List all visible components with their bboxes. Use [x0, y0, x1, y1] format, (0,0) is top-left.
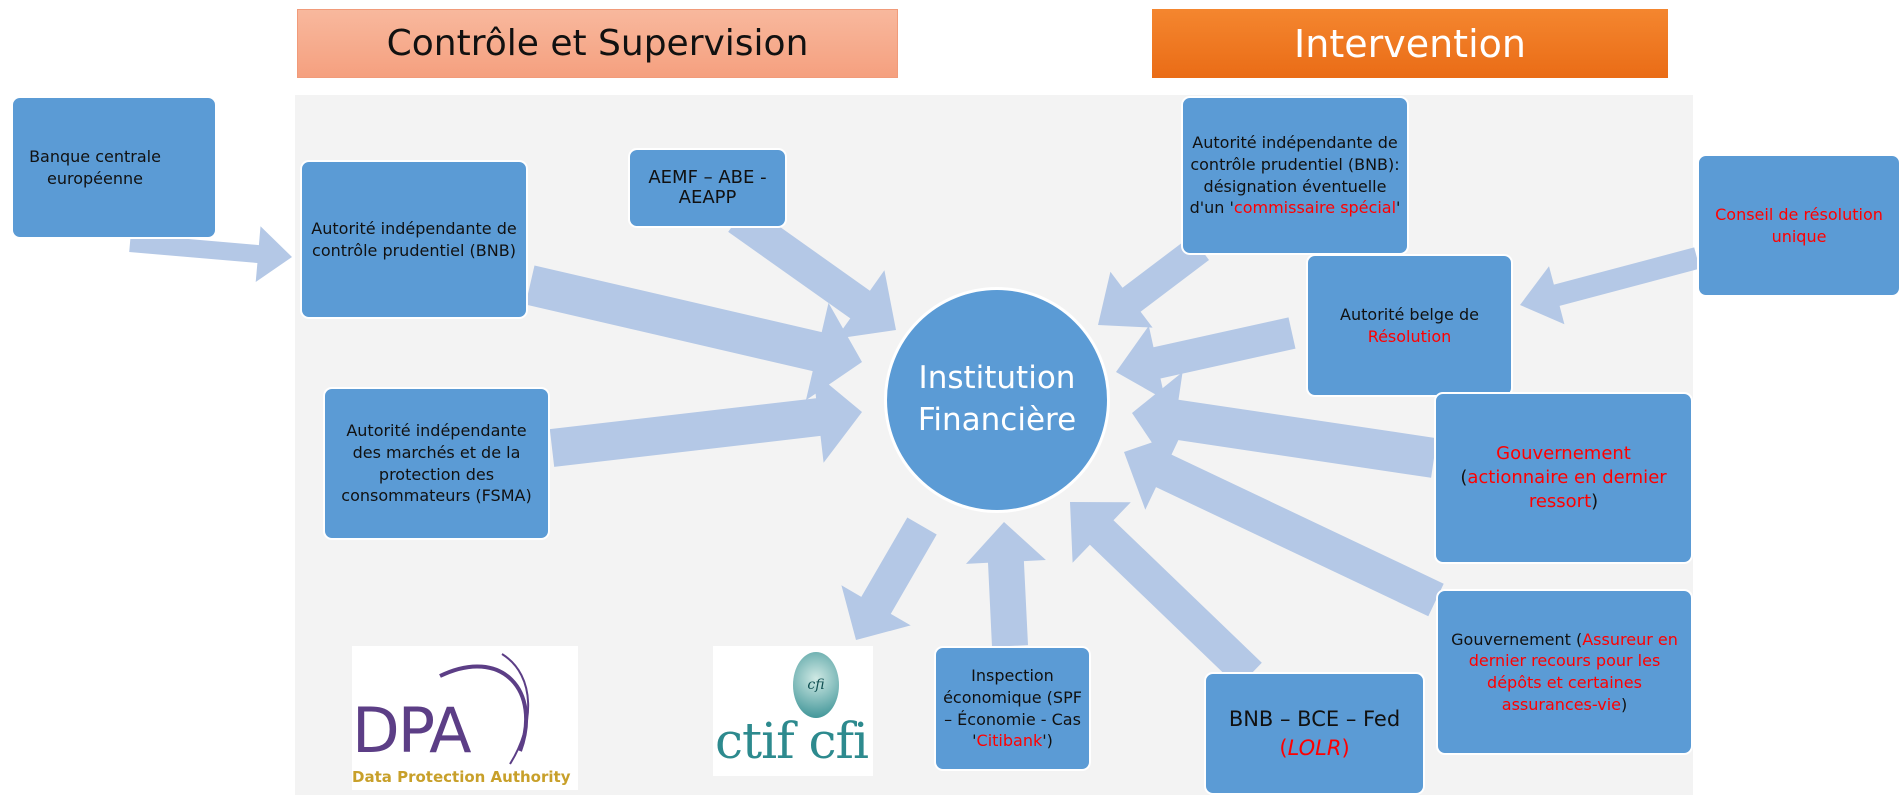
box-bnb-bce-fed-lolr: BNB – BCE – Fed (LOLR)	[1204, 672, 1425, 795]
box-fsma-label: Autorité indépendante des marchés et de …	[341, 421, 532, 506]
arrow-inspection-to-institution	[966, 522, 1046, 647]
arrow-bnb-to-institution	[525, 265, 862, 401]
arrow-lolr-to-institution	[1070, 502, 1262, 688]
box-bnb-prudential-label: Autorité indépendante de contrôle pruden…	[311, 218, 517, 260]
box-fsma: Autorité indépendante des marchés et de …	[323, 387, 550, 540]
box-lolr-open: (	[1279, 735, 1288, 760]
box-aemf-abe-aeapp: AEMF – ABE - AEAPP	[628, 148, 787, 228]
box-inspection-text: Inspection économique (SPF – Économie - …	[942, 665, 1083, 751]
box-bnb-special-text: Autorité indépendante de contrôle pruden…	[1189, 132, 1401, 218]
box-gov1-text: Gouvernement (actionnaire en dernier res…	[1442, 442, 1685, 515]
arrow-resolution-to-institution	[1116, 317, 1296, 400]
box-banque-centrale-europeenne: Banque centrale européenne	[11, 96, 217, 239]
arrow-gov1-to-institution	[1132, 372, 1437, 478]
box-gov1-close: )	[1591, 491, 1599, 513]
arrow-institution-to-dpa	[841, 517, 937, 640]
arrow-bnb-special-to-institution	[1098, 236, 1209, 328]
box-conseil-resolution-unique: Conseil de résolution unique	[1697, 154, 1901, 297]
box-gouvernement-actionnaire: Gouvernement (actionnaire en dernier res…	[1434, 392, 1693, 564]
box-gov1-red2: actionnaire en dernier ressort	[1467, 466, 1667, 513]
box-gov1-open: (	[1460, 466, 1468, 488]
box-autorite-belge-resolution: Autorité belge de Résolution	[1306, 254, 1513, 397]
box-aemf-label: AEMF – ABE - AEAPP	[648, 167, 767, 208]
circle-line2: Financière	[917, 402, 1077, 438]
box-srb-label: Conseil de résolution unique	[1715, 204, 1883, 246]
box-bnb-special-red: commissaire spécial	[1233, 198, 1397, 218]
dpa-logo: DPA Data Protection Authority	[352, 646, 578, 790]
header-control-supervision: Contrôle et Supervision	[297, 9, 898, 78]
box-gov2-post: )	[1620, 694, 1628, 714]
header-intervention: Intervention	[1152, 9, 1668, 78]
ctif-text: ctif cfi	[715, 712, 869, 770]
box-bnb-special-post: '	[1396, 198, 1401, 218]
arrow-bce-to-bnb	[129, 226, 292, 282]
box-resolution-pre: Autorité belge de	[1340, 304, 1479, 324]
institution-financiere-circle: Institution Financière	[884, 287, 1110, 513]
ctif-cfi-logo: cfi ctif cfi	[713, 646, 873, 776]
box-gov2-text: Gouvernement (Assureur en dernier recour…	[1444, 629, 1685, 715]
box-bnb-special-pre: Autorité indépendante de contrôle pruden…	[1189, 133, 1400, 218]
box-gouvernement-assureur: Gouvernement (Assureur en dernier recour…	[1436, 589, 1693, 755]
arrow-fsma-to-institution	[549, 371, 862, 467]
box-inspection-red: Citibank	[976, 731, 1043, 751]
dpa-letters: DPA	[352, 694, 472, 767]
ctif-seal-label: cfi	[807, 677, 825, 693]
box-gov2-pre: Gouvernement (	[1451, 629, 1583, 649]
arrow-srb-to-resolution	[1520, 247, 1700, 325]
ctif-seal: cfi	[793, 652, 839, 718]
box-gov2-red: Assureur en dernier recours pour les dép…	[1468, 629, 1678, 714]
box-lolr-second: (LOLR)	[1279, 734, 1349, 762]
arrow-gov2-to-institution	[1124, 432, 1444, 617]
box-inspection-post: ')	[1042, 731, 1053, 751]
box-lolr-close: )	[1341, 735, 1350, 760]
box-bnb-commissaire-special: Autorité indépendante de contrôle pruden…	[1181, 96, 1409, 255]
box-lolr-red: LOLR	[1287, 735, 1342, 760]
box-gov1-red: Gouvernement	[1496, 442, 1631, 464]
circle-line1: Institution	[918, 360, 1076, 397]
box-bnb-prudential-control: Autorité indépendante de contrôle pruden…	[300, 160, 528, 319]
dpa-logo-graphic	[439, 653, 530, 765]
dpa-caption: Data Protection Authority	[352, 768, 571, 786]
box-resolution-red: Résolution	[1367, 326, 1452, 346]
box-inspection-pre: Inspection économique (SPF – Économie - …	[943, 666, 1082, 751]
arrow-aemf-to-institution	[728, 204, 896, 339]
box-bce-label: Banque centrale européenne	[29, 146, 161, 188]
box-inspection-economique: Inspection économique (SPF – Économie - …	[934, 646, 1091, 771]
box-lolr-pre: BNB – BCE – Fed	[1228, 707, 1401, 732]
